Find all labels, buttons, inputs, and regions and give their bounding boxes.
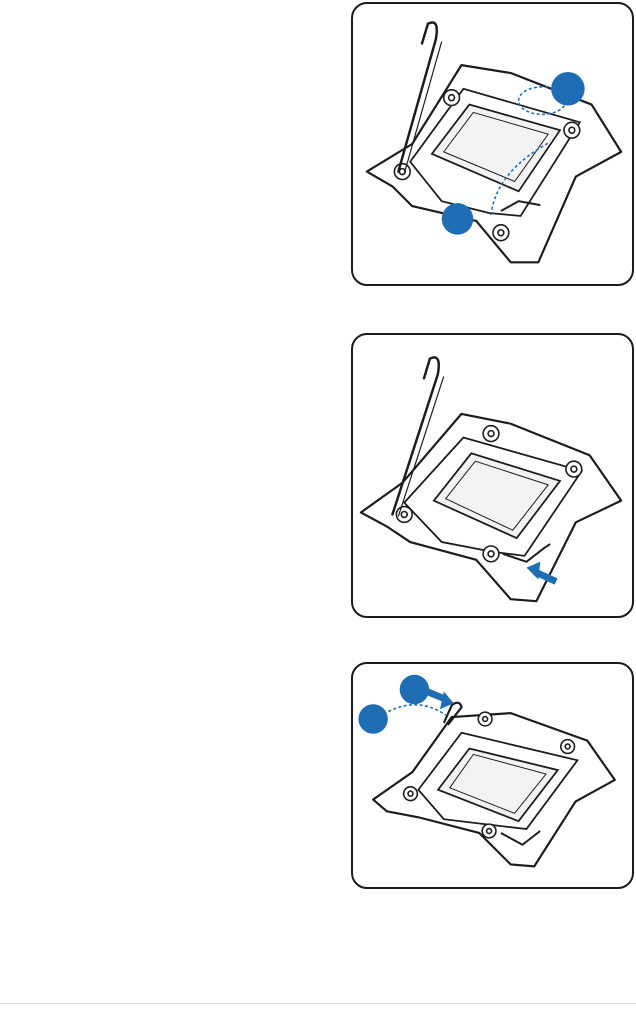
callout-badge-2 — [358, 704, 387, 733]
figure-unlock-load-plate — [351, 2, 634, 286]
callout-badge-1 — [400, 675, 429, 704]
callout-badge-2 — [442, 203, 474, 235]
figure-press-right-lever — [351, 333, 634, 618]
callout-badge-1 — [551, 72, 585, 106]
dotted-guide — [379, 705, 446, 717]
cpu-socket-illustration — [353, 4, 632, 284]
cpu-socket-illustration — [353, 335, 632, 616]
footer-divider — [0, 1003, 636, 1004]
figure-lift-left-lever — [351, 662, 634, 889]
cpu-socket-illustration — [353, 664, 632, 887]
